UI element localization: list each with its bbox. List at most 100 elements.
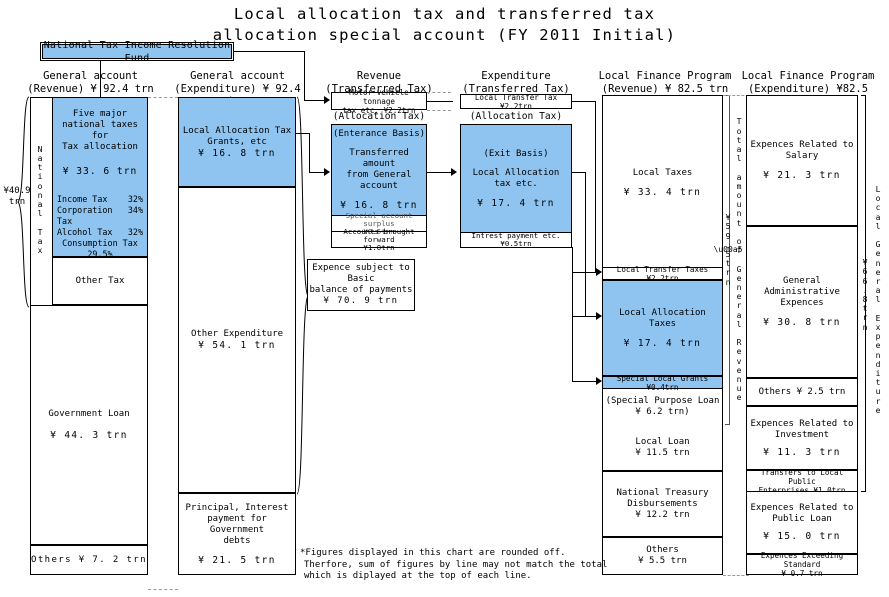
grants-connector-v xyxy=(309,133,310,173)
basic-balance-of-payments-note-box: Expence subject to Basic balance of paym… xyxy=(307,259,415,311)
tax-pct: 32% xyxy=(127,227,143,237)
label-line-2: payment for Government xyxy=(207,513,267,535)
dashed-guide-motor xyxy=(427,92,451,93)
general-revenue-others-box: Others ¥ 7. 2 trn xyxy=(30,545,148,575)
title-line-2: national taxes for xyxy=(62,120,138,141)
label-line-2: Enterprises ¥1.0trn xyxy=(758,485,846,495)
amount-line-1: ¥40.9 xyxy=(3,186,31,196)
lfp-special-purpose-loan-box: (Special Purpose Loan ¥ 6.2 trn) xyxy=(602,389,723,425)
other-expenditure-box: Other Expenditure ¥ 54. 1 trn xyxy=(178,187,296,493)
tax-rate-row: Corporation Tax 34% xyxy=(57,205,143,227)
revenue-allocation-tax-label: (Allocation Tax) xyxy=(332,111,426,122)
lfp-expences-investment-box: Expences Related to Investment ¥ 11. 3 t… xyxy=(746,406,858,470)
title-line-2: allocation special account (FY 2011 Init… xyxy=(212,26,677,44)
label-line-1: Expences Related to xyxy=(750,140,854,150)
five-major-title: Five major national taxes for Tax alloca… xyxy=(53,98,147,153)
label-line-3: tax etc. xyxy=(494,178,538,189)
tax-pct: 32% xyxy=(127,194,143,204)
header-line-1: Revenue xyxy=(356,70,402,82)
five-major-amount: ¥ 33. 6 trn xyxy=(62,166,138,177)
arrow-to-local-transfer-taxes xyxy=(596,268,602,276)
label-line-3: from General account xyxy=(346,170,412,191)
header-line-2: (Transferred Tax) xyxy=(325,82,433,95)
expenditure-transferred-tax-header: Expenditure (Transferred Tax) xyxy=(455,70,577,95)
government-loan-label: Government Loan xyxy=(48,409,130,419)
label: Intrest payment etc. ¥0.5trn xyxy=(471,231,561,248)
local-allocation-tax-grants-box: Local Allocation Tax Grants, etc ¥ 16. 8… xyxy=(178,97,296,187)
others-label: Others ¥ 7. 2 trn xyxy=(31,554,147,565)
label-line-1: Accounts brought forward xyxy=(343,226,415,244)
general-revenue-amount-vertical: \u00a5 xyxy=(713,245,743,255)
banner-down-connector xyxy=(100,60,101,102)
label: Others ¥ 2.5 trn xyxy=(758,386,846,397)
lfp-expences-exceeding-standard-box: Expences Exceeding Standard ¥ 0.7 trn xyxy=(746,551,858,578)
banner-right-connector xyxy=(234,51,305,52)
local-transfer-tax-box: Local Transfer Tax ¥2.2trn xyxy=(460,93,572,111)
lfp-others-box: Others ¥ 5.5 trn xyxy=(602,537,723,575)
lfp-national-treasury-disbursements-box: National Treasury Disbursements ¥ 12.2 t… xyxy=(602,471,723,537)
revenue-to-expenditure-connector xyxy=(427,172,453,173)
title-line-3: Tax allocation xyxy=(62,142,138,152)
amount: ¥ 15. 0 trn xyxy=(763,531,841,542)
national-tax-income-resolution-fund-banner: National Tax Income Resolution Fund xyxy=(40,40,234,64)
tax-name: Income Tax xyxy=(57,194,108,204)
expenditure-allocation-tax-label: (Allocation Tax) xyxy=(469,111,563,122)
national-tax-brace xyxy=(17,96,30,308)
transfer-connector-h xyxy=(572,101,596,102)
label-line-2: Local Allocation xyxy=(472,167,560,178)
special-grants-connector-v xyxy=(572,247,573,382)
arrow-to-motor-box xyxy=(324,96,330,104)
grants-connector-h2 xyxy=(309,172,327,173)
label: Others xyxy=(646,545,679,555)
lfp-transfers-local-public-enterprises-box: Transfers to Local Public Enterprises ¥1… xyxy=(746,467,858,495)
amount: ¥ 11.5 trn xyxy=(635,447,690,458)
five-major-national-taxes-box: Five major national taxes for Tax alloca… xyxy=(52,97,148,270)
lfp-local-transfer-taxes-box: Local Transfer Taxes ¥2.2trn xyxy=(602,265,723,283)
label-line-3: debts xyxy=(223,535,251,546)
amount: ¥ 11. 3 trn xyxy=(763,446,841,458)
lfp-expences-public-loan-box: Expences Related to Public Loan ¥ 15. 0 … xyxy=(746,492,858,554)
label-line-2: ¥1.0trn xyxy=(363,242,395,252)
header-line-2: (Revenue) ¥ 82.5 trn xyxy=(601,82,729,95)
dashed-guide-motor-bottom xyxy=(427,110,451,111)
allocation-connector-h xyxy=(572,172,586,173)
lfp-local-allocation-taxes-box: Local Allocation Taxes ¥ 17. 4 trn xyxy=(602,280,723,376)
label-line-1: Principal, Interest xyxy=(185,502,289,513)
title-line-1: Local allocation tax and transferred tax xyxy=(233,5,656,23)
header-line-2: (Transferred Tax) xyxy=(462,82,570,95)
amount: ¥ 12.2 trn xyxy=(635,509,690,520)
amount: ¥ 16. 8 trn xyxy=(340,200,418,211)
lfp-local-taxes-box: Local Taxes ¥ 33. 4 trn xyxy=(602,95,723,271)
tax-pct: 29.5% xyxy=(87,249,113,259)
amount: ¥ 16. 8 trn xyxy=(198,147,276,159)
header-line-1: Local Finance Program xyxy=(741,70,875,82)
dashed-guide-lfp-bottom xyxy=(723,575,749,576)
amount: ¥ 17. 4 trn xyxy=(623,337,702,349)
amount: ¥ 5.5 trn xyxy=(638,556,687,566)
footnote-line-2: Therfore, sum of figures by line may not… xyxy=(304,559,608,570)
label-line-2: Disbursements xyxy=(627,498,698,509)
accounts-brought-forward-box: Accounts brought forward ¥1.0trn xyxy=(332,226,426,251)
label: Local Taxes xyxy=(632,168,693,178)
exit-basis-label: (Exit Basis) xyxy=(483,148,549,159)
local-allocation-tax-etc-box: (Exit Basis) Local Allocation tax etc. ¥… xyxy=(461,125,571,232)
amount: ¥ 54. 1 trn xyxy=(198,340,276,351)
header-line-1: General account xyxy=(190,70,285,82)
allocation-connector-v xyxy=(585,172,586,317)
allocation-connector-h3 xyxy=(572,316,596,317)
dashed-guide-top xyxy=(148,97,178,98)
label-line-1: Transfers to Local Public xyxy=(760,467,844,486)
transfer-connector-v xyxy=(595,101,596,273)
amount: ¥ 17. 4 trn xyxy=(477,197,555,209)
tax-name: Alcohol Tax xyxy=(57,227,113,237)
label-line-1: National Treasury xyxy=(616,487,709,498)
special-grants-connector-h xyxy=(572,381,596,382)
banner-label: National Tax Income Resolution Fund xyxy=(43,39,231,64)
title-line-1: Five major xyxy=(72,109,128,119)
footnote-line-1: *Figures displayed in this chart are rou… xyxy=(300,548,566,558)
tax-rate-row: Consumption Tax 29.5% xyxy=(57,238,143,260)
